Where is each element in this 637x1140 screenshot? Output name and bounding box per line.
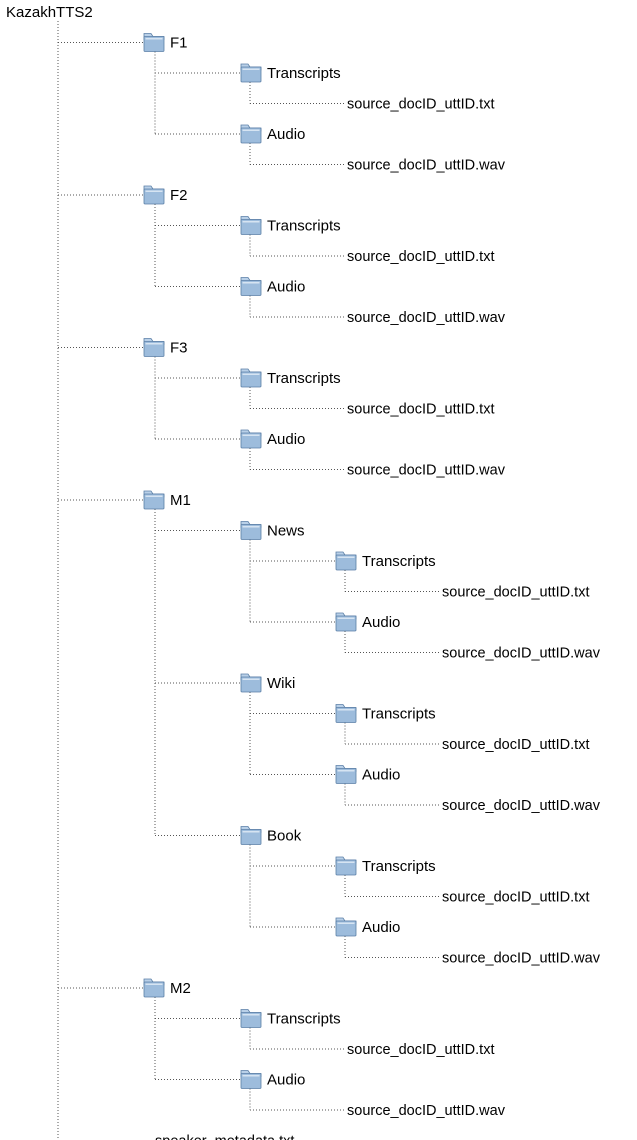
file-label[interactable]: source_docID_uttID.wav (442, 646, 601, 662)
file-label[interactable]: speaker_metadata.txt (155, 1134, 294, 1140)
folder-icon (143, 338, 165, 357)
file-label[interactable]: source_docID_uttID.wav (347, 310, 506, 326)
folder-label[interactable]: Audio (267, 126, 305, 143)
folder-label[interactable]: Transcripts (267, 370, 341, 387)
file-label[interactable]: source_docID_uttID.txt (347, 249, 495, 265)
folder-label[interactable]: Audio (362, 767, 400, 784)
file-label[interactable]: source_docID_uttID.wav (347, 463, 506, 479)
folder-label[interactable]: Transcripts (267, 1011, 341, 1028)
file-label[interactable]: source_docID_uttID.txt (442, 737, 590, 753)
folder-label[interactable]: Audio (267, 279, 305, 296)
folder-icon (335, 765, 357, 784)
folder-label[interactable]: F3 (170, 340, 188, 357)
folder-label[interactable]: F2 (170, 187, 188, 204)
folder-icon (143, 490, 165, 510)
folder-label[interactable]: Audio (362, 919, 400, 936)
file-label[interactable]: source_docID_uttID.txt (347, 97, 495, 113)
file-label[interactable]: source_docID_uttID.txt (347, 1042, 495, 1058)
folder-label[interactable]: Transcripts (267, 218, 341, 235)
folder-label[interactable]: M1 (170, 492, 191, 509)
folder-icon (143, 185, 165, 205)
folder-icon (240, 521, 262, 540)
folder-icon (335, 551, 357, 571)
tree-connectors (57, 21, 440, 1140)
folder-label[interactable]: M2 (170, 980, 191, 997)
folder-label[interactable]: Transcripts (362, 858, 436, 875)
file-label[interactable]: source_docID_uttID.txt (442, 890, 590, 906)
file-label[interactable]: source_docID_uttID.wav (347, 158, 506, 174)
file-label[interactable]: source_docID_uttID.wav (442, 951, 601, 967)
folder-icon (143, 978, 165, 998)
folder-label[interactable]: Transcripts (362, 553, 436, 570)
folder-icon (240, 1070, 262, 1089)
root-folder-label: KazakhTTS2 (6, 4, 93, 21)
folder-icon (240, 277, 262, 296)
folder-icon (240, 429, 262, 449)
folder-label[interactable]: Audio (362, 614, 400, 631)
file-label[interactable]: source_docID_uttID.txt (347, 402, 495, 418)
folder-icon (335, 704, 357, 723)
folder-label[interactable]: Transcripts (267, 65, 341, 82)
folder-label[interactable]: Wiki (267, 675, 295, 692)
file-label[interactable]: source_docID_uttID.wav (347, 1103, 506, 1119)
folder-icon (240, 826, 262, 845)
folder-label[interactable]: Audio (267, 1072, 305, 1089)
folder-icon (240, 673, 262, 693)
folder-icon (240, 63, 262, 83)
file-label[interactable]: source_docID_uttID.wav (442, 798, 601, 814)
folder-icon (143, 33, 165, 52)
folder-icon (335, 856, 357, 876)
folder-icon (335, 917, 357, 937)
folder-icon (240, 1009, 262, 1028)
folder-label[interactable]: News (267, 523, 305, 540)
folder-label[interactable]: Transcripts (362, 706, 436, 723)
folder-label[interactable]: F1 (170, 35, 188, 52)
folder-label[interactable]: Book (267, 828, 302, 845)
folder-icon (240, 216, 262, 235)
folder-icon (335, 612, 357, 632)
folder-label[interactable]: Audio (267, 431, 305, 448)
file-label[interactable]: source_docID_uttID.txt (442, 585, 590, 601)
folder-icon (240, 124, 262, 144)
folder-icon (240, 368, 262, 388)
